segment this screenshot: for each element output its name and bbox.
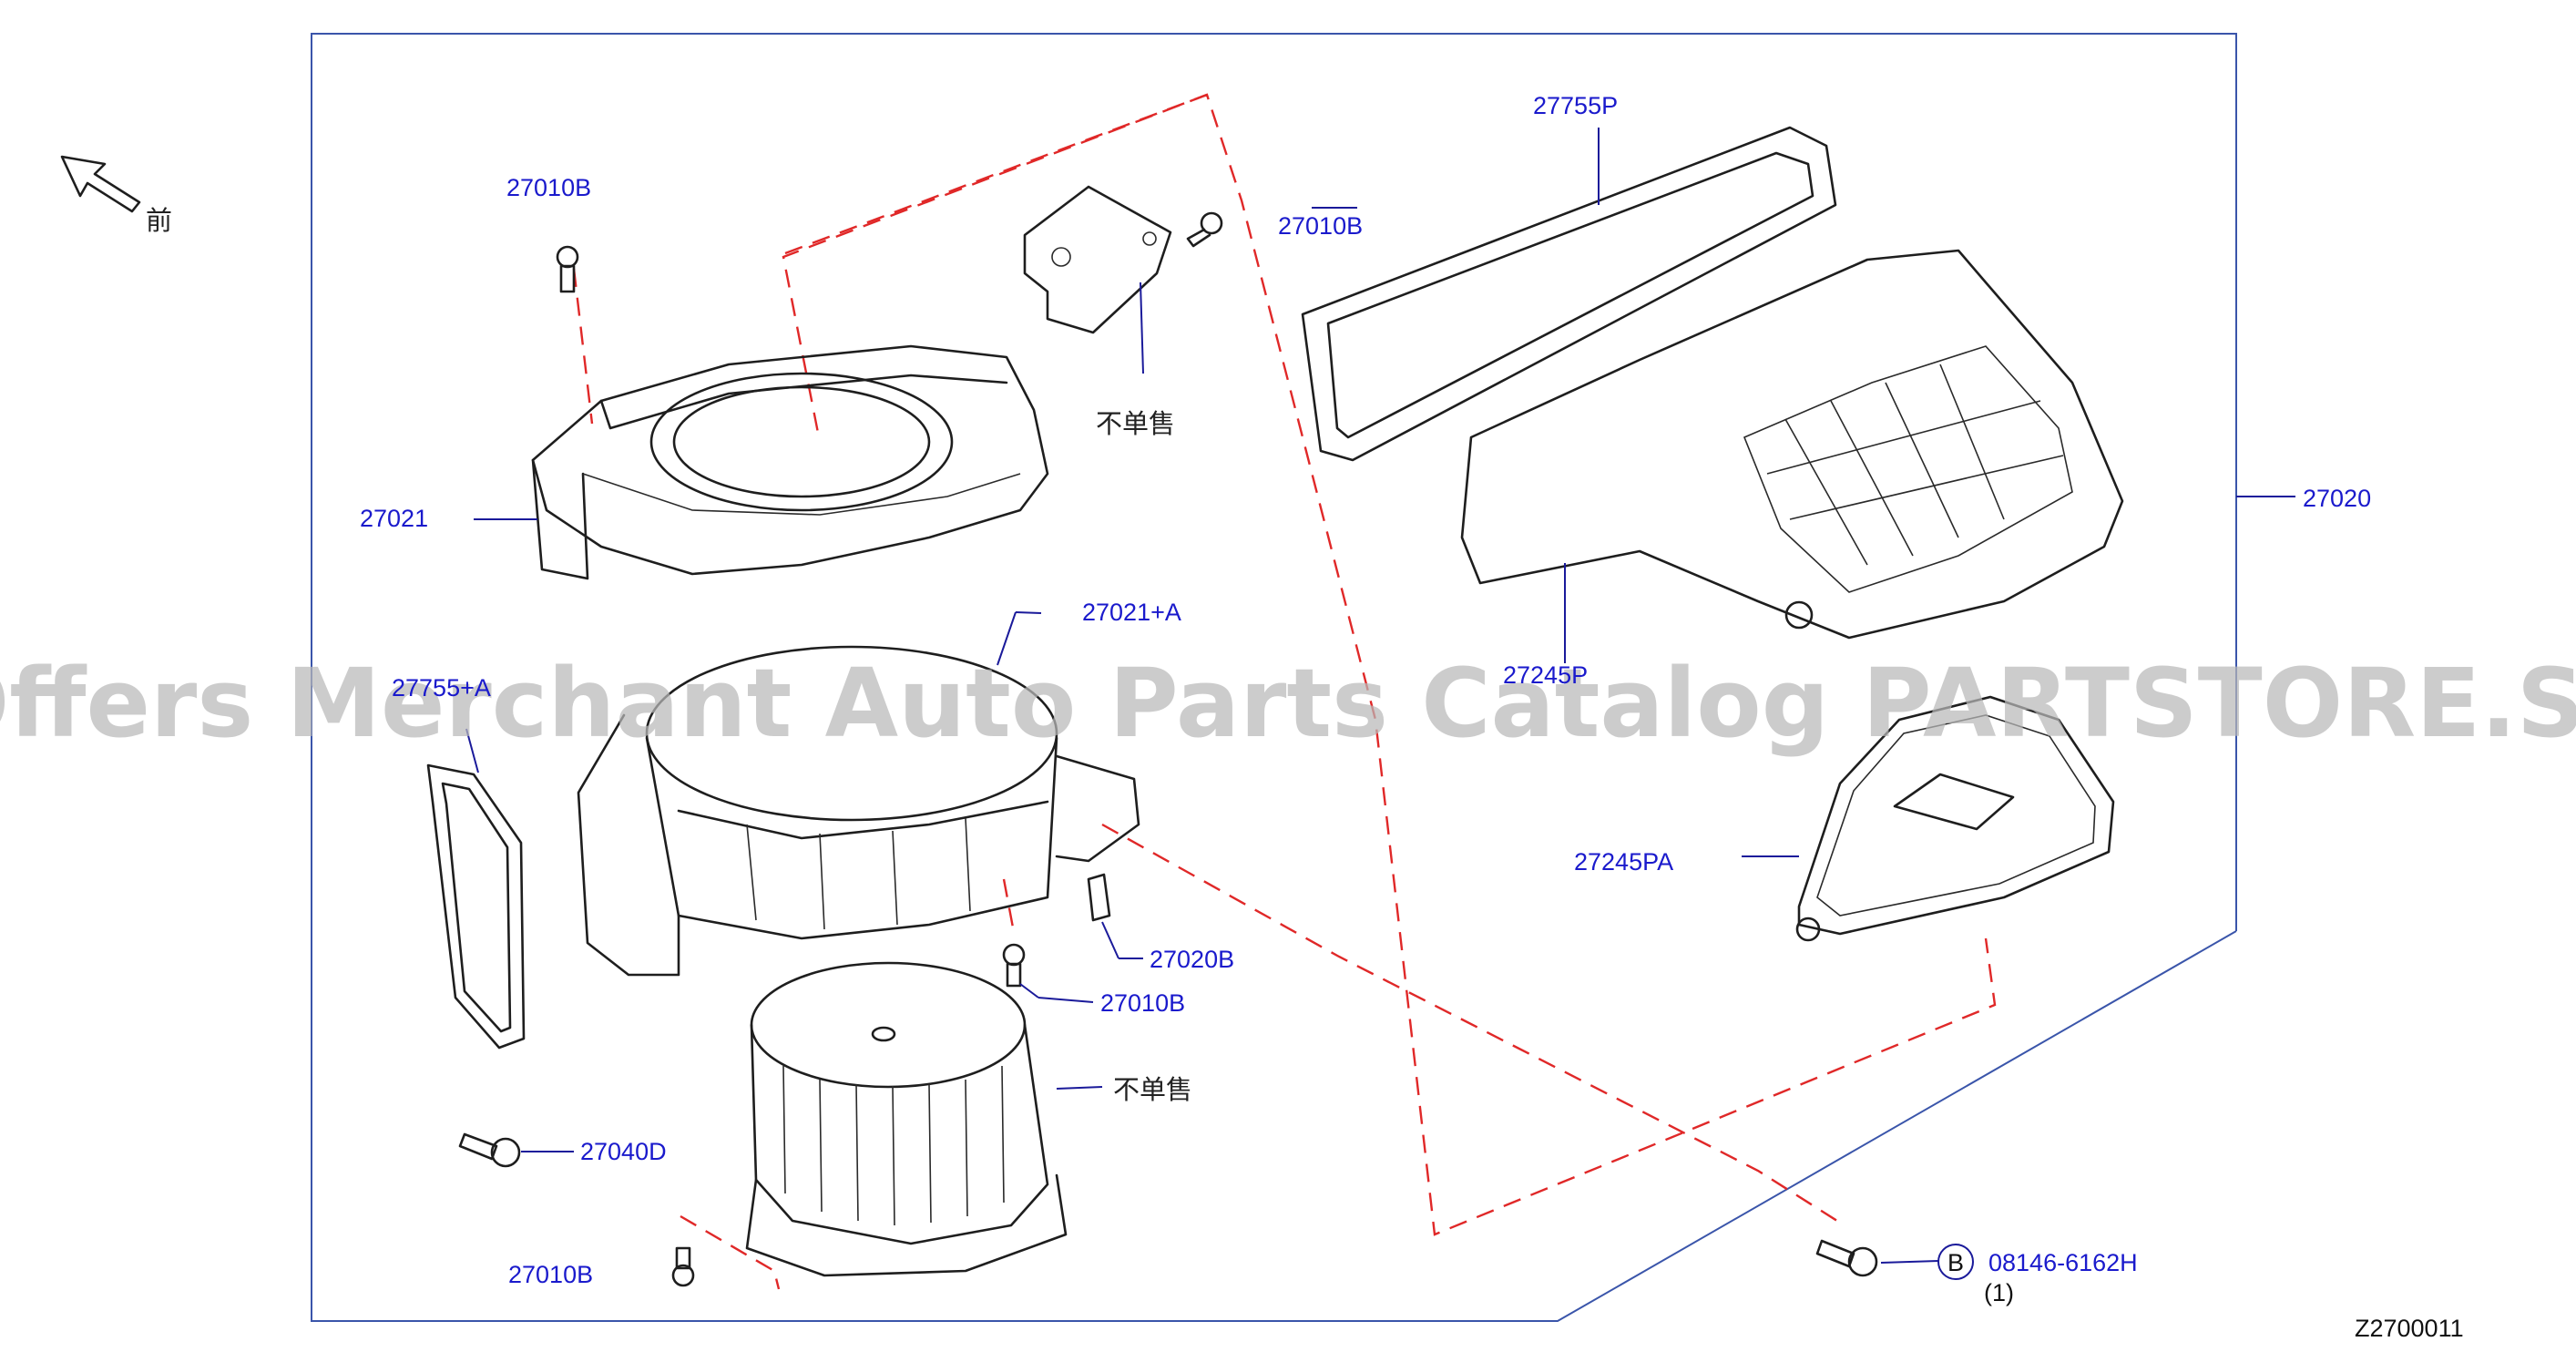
label-27020: 27020 bbox=[2303, 485, 2371, 512]
actuator bbox=[1023, 185, 1172, 334]
bolt-symbol: B bbox=[1947, 1249, 1964, 1276]
screw-icon bbox=[458, 1132, 521, 1168]
bolt-quantity: (1) bbox=[1984, 1279, 2014, 1306]
label-27755p: 27755P bbox=[1533, 92, 1618, 119]
not-sold-separately-actuator: 不单售 bbox=[1096, 408, 1175, 439]
label-27010b-top: 27010B bbox=[506, 174, 591, 201]
watermark: Offers Merchant Auto Parts Catalog PARTS… bbox=[0, 648, 2576, 759]
not-sold-separately-motor: 不单售 bbox=[1113, 1074, 1192, 1105]
label-27040d: 27040D bbox=[580, 1138, 667, 1165]
label-27010b-bottom: 27010B bbox=[508, 1261, 593, 1288]
assembly-guide-lines bbox=[572, 93, 1997, 1290]
front-arrow-icon bbox=[60, 155, 141, 213]
blower-upper-case bbox=[531, 344, 1049, 580]
screw-icon bbox=[671, 1246, 695, 1287]
resistor bbox=[1087, 873, 1111, 922]
screw-icon bbox=[556, 245, 579, 293]
label-27245pa: 27245PA bbox=[1574, 848, 1673, 876]
label-27021a: 27021+A bbox=[1082, 599, 1181, 626]
intake-duct bbox=[1460, 249, 2124, 640]
blower-lower-case bbox=[577, 645, 1140, 977]
label-27021: 27021 bbox=[360, 505, 428, 532]
screw-icon bbox=[1002, 943, 1026, 988]
front-mark: 前 bbox=[146, 205, 172, 236]
label-27020b: 27020B bbox=[1150, 946, 1234, 973]
intake-cover bbox=[1795, 695, 2115, 942]
screw-icon bbox=[1186, 211, 1223, 248]
bolt-callout-circle bbox=[1937, 1244, 1974, 1280]
blower-motor bbox=[745, 961, 1068, 1277]
label-bolt-code: 08146-6162H bbox=[1988, 1249, 2138, 1276]
label-27755a: 27755+A bbox=[392, 674, 491, 702]
intake-filter bbox=[1301, 126, 1837, 462]
assembly-frame bbox=[311, 33, 2237, 1322]
leader-lines bbox=[465, 128, 2295, 1280]
label-27010b-right: 27010B bbox=[1278, 212, 1363, 240]
label-27245p: 27245P bbox=[1503, 661, 1588, 689]
filter-seal bbox=[426, 763, 526, 1050]
diagram-id: Z2700011 bbox=[2355, 1315, 2464, 1342]
label-27010b-mid: 27010B bbox=[1100, 989, 1185, 1017]
bolt-icon bbox=[1815, 1239, 1878, 1277]
